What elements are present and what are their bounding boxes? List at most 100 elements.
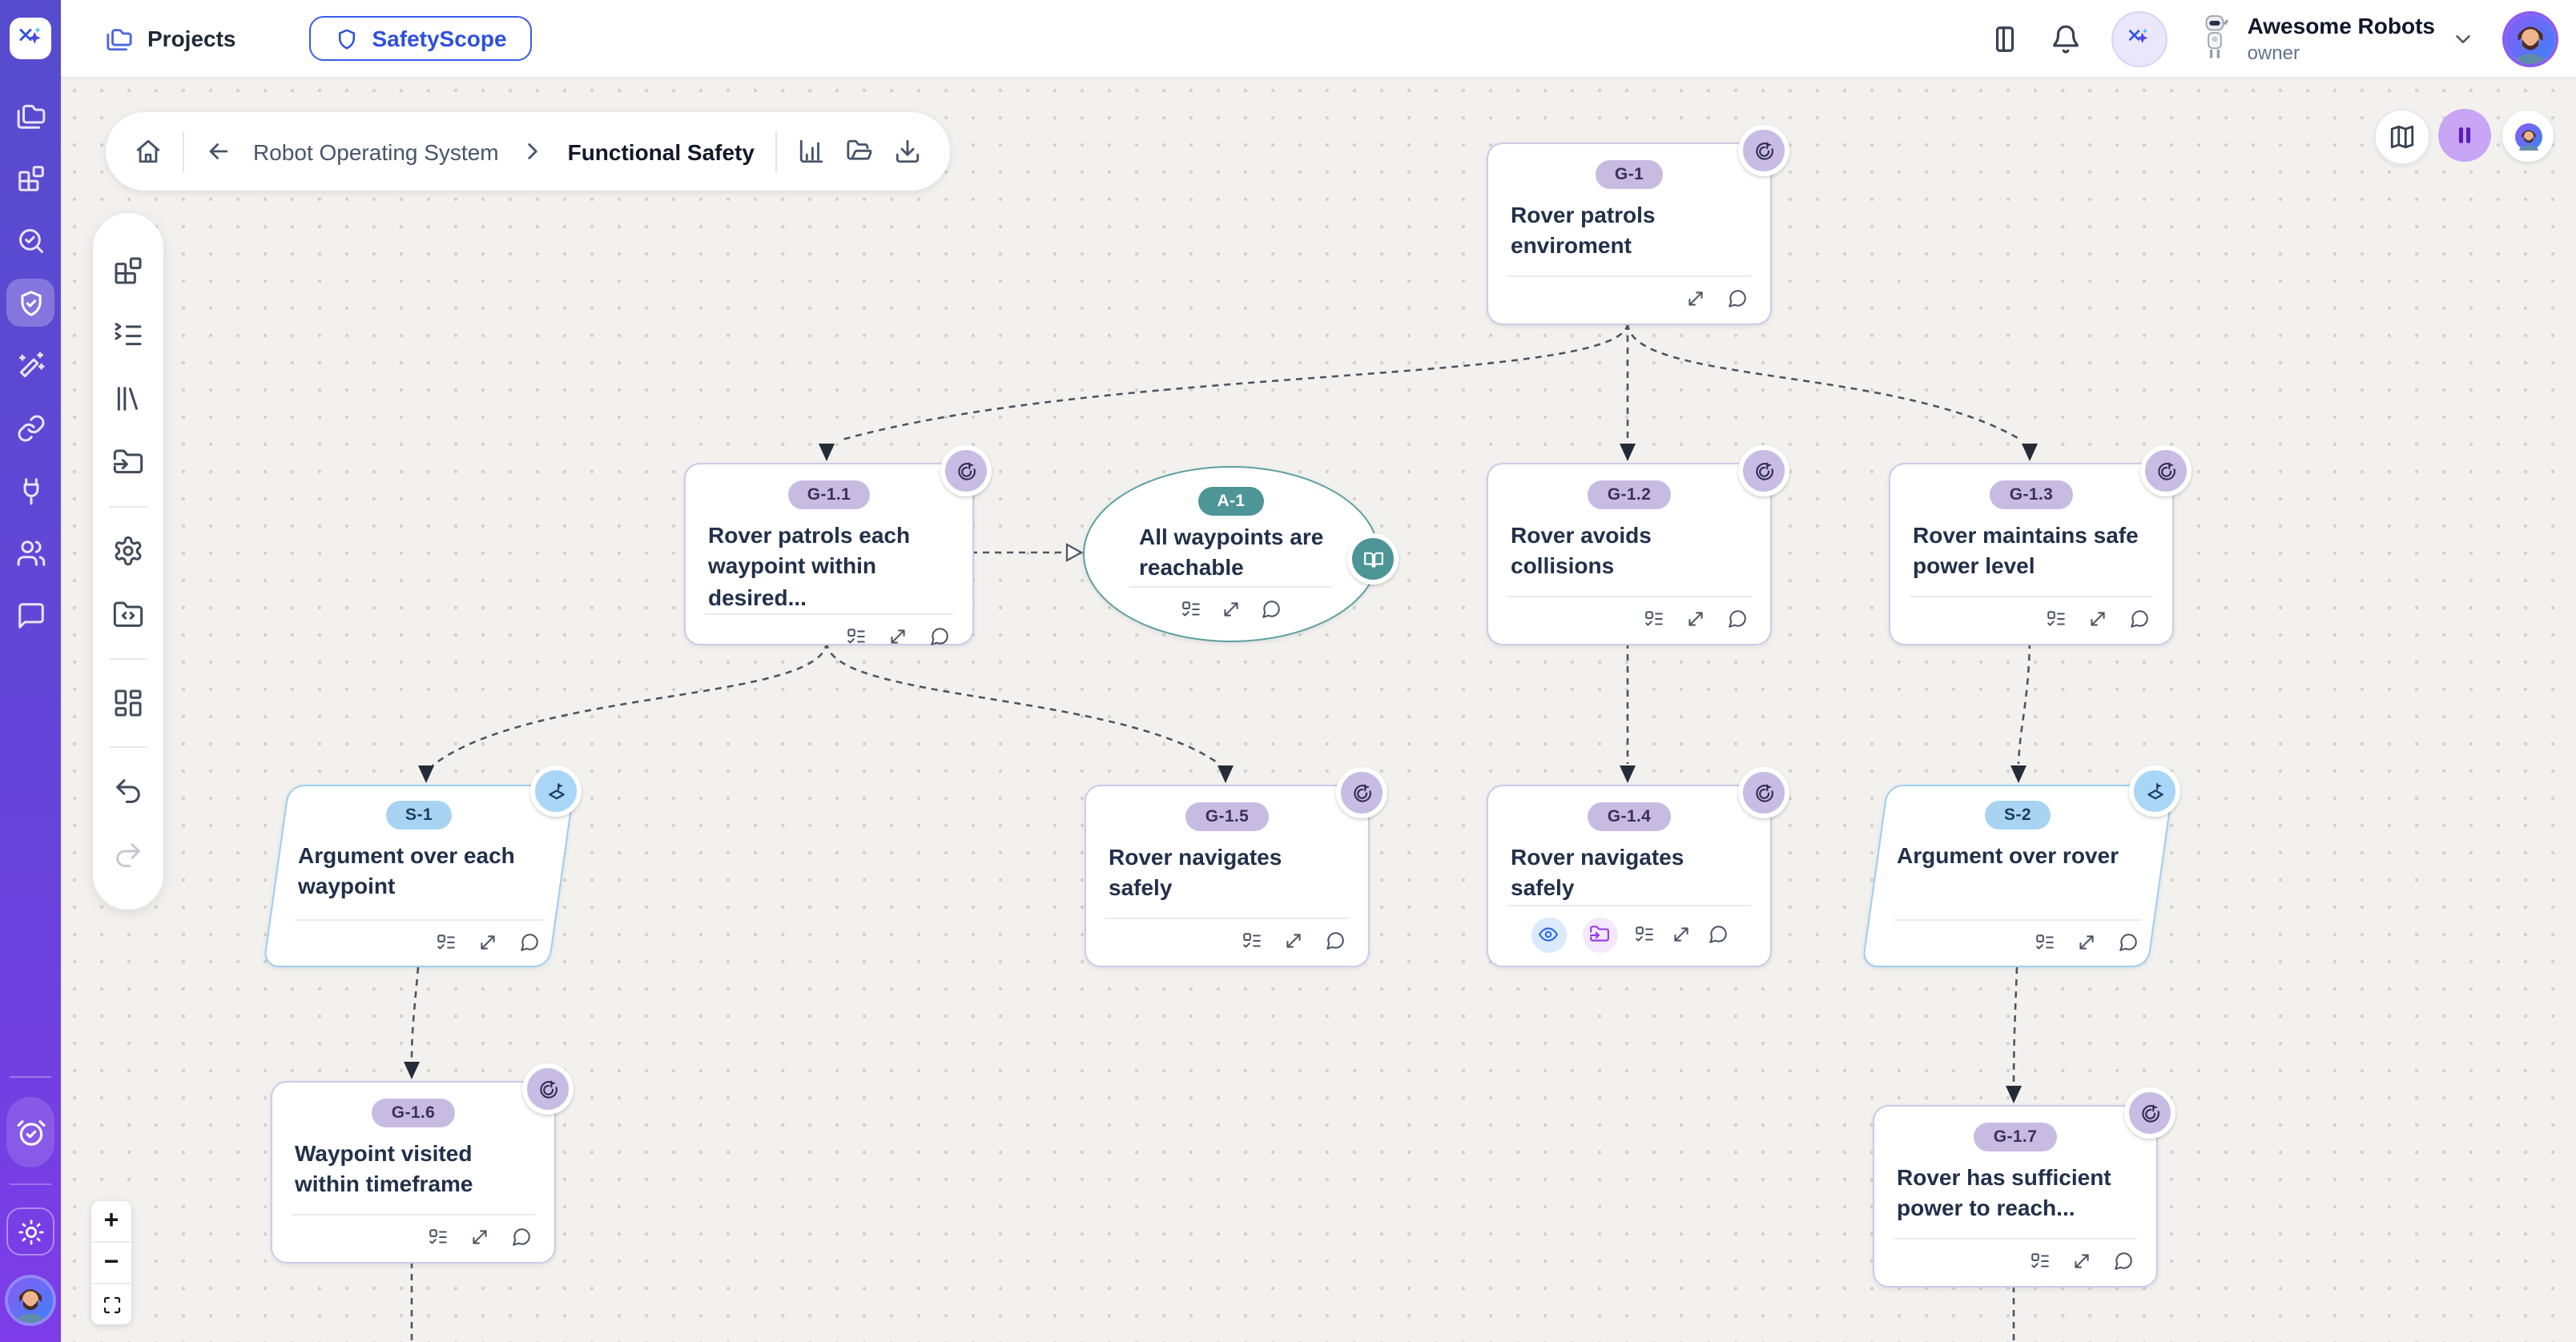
comment-icon[interactable]	[2113, 1251, 2134, 1272]
checklist-tool-icon[interactable]	[112, 319, 144, 351]
sidebar-item-safety-active[interactable]	[6, 279, 54, 327]
node-id-badge: G-1.3	[1990, 480, 2073, 509]
node-s2[interactable]: S-2 Argument over rover	[1874, 765, 2180, 967]
checklist-icon[interactable]	[2035, 932, 2055, 953]
checklist-icon[interactable]	[1181, 599, 1201, 620]
pause-button[interactable]	[2438, 109, 2491, 162]
node-g16[interactable]: G-1.6 Waypoint visited within timeframe	[271, 1063, 574, 1264]
node-g17[interactable]: G-1.7 Rover has sufficient power to reac…	[1873, 1087, 2176, 1288]
sidebar-item-projects[interactable]	[6, 91, 54, 139]
checklist-icon[interactable]	[1242, 930, 1262, 951]
node-a1[interactable]: A-1 All waypoints are reachable	[1083, 466, 1399, 642]
sidebar-item-blocks[interactable]	[6, 154, 54, 202]
redo-icon[interactable]	[112, 839, 144, 871]
blocks-tool-icon[interactable]	[112, 255, 144, 287]
expand-icon[interactable]	[1221, 599, 1242, 620]
alarm-check-button[interactable]	[6, 1097, 54, 1167]
breadcrumb-project[interactable]: Robot Operating System	[253, 139, 499, 164]
node-g15[interactable]: G-1.5 Rover navigates safely	[1085, 767, 1387, 967]
goal-icon	[1738, 445, 1789, 496]
expand-icon[interactable]	[1685, 609, 1706, 629]
divider	[775, 131, 777, 172]
folder-code-icon[interactable]	[112, 599, 144, 631]
checklist-icon[interactable]	[428, 1227, 449, 1248]
node-g1[interactable]: G-1 Rover patrols enviroment	[1487, 125, 1789, 325]
home-icon[interactable]	[135, 138, 162, 165]
comment-icon[interactable]	[1707, 924, 1728, 945]
comment-icon[interactable]	[519, 932, 540, 953]
undo-icon[interactable]	[112, 775, 144, 807]
breadcrumb-page[interactable]: Functional Safety	[567, 139, 755, 164]
node-title: All waypoints are reachable	[1139, 524, 1324, 581]
checklist-icon[interactable]	[2030, 1251, 2051, 1272]
download-icon[interactable]	[894, 138, 921, 165]
comment-icon[interactable]	[1727, 609, 1748, 629]
layout-dashboard-icon[interactable]	[112, 687, 144, 719]
zoom-in-button[interactable]: +	[91, 1201, 131, 1243]
user-avatar[interactable]	[2506, 14, 2555, 63]
folder-input-tool-icon[interactable]	[112, 447, 144, 479]
folder-input-chip[interactable]	[1582, 917, 1617, 953]
visibility-chip[interactable]	[1531, 917, 1566, 953]
sidebar-item-wand[interactable]	[6, 341, 54, 389]
checklist-icon[interactable]	[1633, 924, 1654, 945]
comment-icon[interactable]	[1727, 288, 1748, 309]
checklist-icon[interactable]	[2046, 609, 2067, 629]
goal-icon	[1738, 767, 1789, 818]
settings-gear-icon[interactable]	[112, 535, 144, 567]
node-g12[interactable]: G-1.2 Rover avoids collisions	[1487, 445, 1789, 645]
fit-view-button[interactable]	[91, 1284, 131, 1324]
sidebar-item-links[interactable]	[6, 404, 54, 452]
top-header: Projects SafetyScope Awesome Robots owne…	[61, 0, 2576, 78]
sidebar-item-chat[interactable]	[6, 591, 54, 639]
strategy-icon	[2129, 765, 2180, 817]
checklist-icon[interactable]	[846, 626, 867, 647]
safetyscope-button[interactable]: SafetyScope	[309, 16, 533, 61]
comment-icon[interactable]	[1261, 599, 1282, 620]
expand-icon[interactable]	[1283, 930, 1304, 951]
org-switcher[interactable]: Awesome Robots owner	[2198, 13, 2475, 64]
notifications-bell-icon[interactable]	[2051, 23, 2081, 54]
expand-icon[interactable]	[469, 1227, 490, 1248]
node-title: Rover maintains safe power level	[1913, 522, 2139, 579]
checklist-icon[interactable]	[1644, 609, 1664, 629]
comment-icon[interactable]	[2118, 932, 2139, 953]
expand-icon[interactable]	[1670, 924, 1691, 945]
theme-toggle-button[interactable]	[6, 1207, 54, 1256]
sidebar-item-integrations[interactable]	[6, 466, 54, 514]
back-arrow-icon[interactable]	[205, 138, 232, 165]
app-sidebar	[0, 0, 61, 1342]
panels-icon[interactable]	[1990, 23, 2020, 54]
chart-icon[interactable]	[798, 138, 825, 165]
comment-icon[interactable]	[929, 626, 950, 647]
node-s1[interactable]: S-1 Argument over each waypoint	[276, 765, 582, 967]
node-id-badge: S-2	[1985, 801, 2051, 830]
sidebar-user-avatar[interactable]	[8, 1278, 53, 1323]
sidebar-item-search-check[interactable]	[6, 216, 54, 264]
folder-open-icon[interactable]	[846, 138, 873, 165]
chevron-right-icon	[520, 138, 547, 165]
library-tool-icon[interactable]	[112, 383, 144, 415]
node-g11[interactable]: G-1.1 Rover patrols each waypoint within…	[684, 445, 992, 647]
ai-assistant-button[interactable]	[2111, 10, 2167, 66]
comment-icon[interactable]	[2129, 609, 2150, 629]
node-g13[interactable]: G-1.3 Rover maintains safe power level	[1889, 445, 2192, 645]
expand-icon[interactable]	[1685, 288, 1706, 309]
projects-nav[interactable]: Projects	[106, 25, 236, 52]
app-logo[interactable]	[10, 18, 51, 59]
expand-icon[interactable]	[888, 626, 908, 647]
collaborator-avatar[interactable]	[2502, 110, 2554, 162]
checklist-icon[interactable]	[436, 932, 457, 953]
comment-icon[interactable]	[1325, 930, 1346, 951]
minimap-button[interactable]	[2374, 109, 2430, 165]
comment-icon[interactable]	[511, 1227, 532, 1248]
expand-icon[interactable]	[2071, 1251, 2092, 1272]
goal-icon	[1336, 767, 1387, 818]
node-g14[interactable]: G-1.4 Rover navigates safely	[1487, 767, 1789, 967]
expand-icon[interactable]	[477, 932, 498, 953]
expand-icon[interactable]	[2076, 932, 2097, 953]
sidebar-item-users[interactable]	[6, 528, 54, 577]
zoom-out-button[interactable]: −	[91, 1243, 131, 1284]
expand-icon[interactable]	[2087, 609, 2108, 629]
